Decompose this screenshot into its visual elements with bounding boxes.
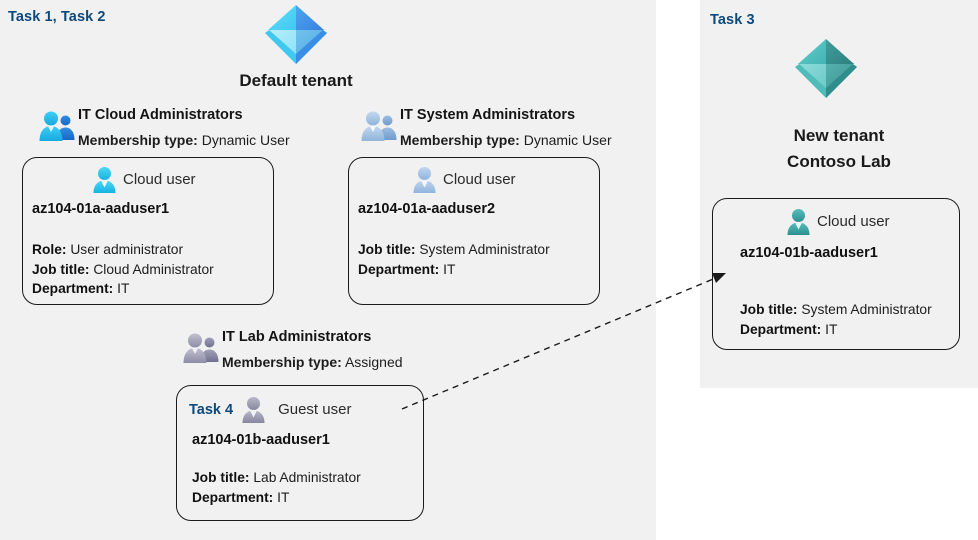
attr-row: Department: IT: [192, 488, 361, 508]
attr-label: Department:: [358, 261, 440, 277]
group-membership-type: Membership type: Dynamic User: [400, 131, 612, 150]
attr-row: Job title: Lab Administrator: [192, 468, 361, 488]
user-upn: az104-01b-aaduser1: [740, 245, 878, 261]
group-membership-type: Membership type: Assigned: [222, 353, 403, 372]
attr-value: System Administrator: [419, 242, 550, 257]
user-card-az104-01b-aaduser1-guest[interactable]: [176, 385, 424, 521]
guest-user-icon: [241, 396, 266, 423]
group-membership-value: Dynamic User: [523, 132, 612, 148]
attr-row: Department: IT: [358, 260, 550, 280]
attr-label: Job title:: [192, 470, 250, 485]
attr-value: User administrator: [70, 242, 184, 257]
attr-label: Department:: [32, 281, 114, 296]
group-users-icon: [182, 332, 222, 364]
user-card-header: Cloud user: [92, 166, 196, 193]
attr-value: Lab Administrator: [253, 470, 361, 485]
default-tenant-panel: [0, 0, 656, 540]
group-users-icon: [360, 110, 400, 142]
user-upn: az104-01a-aaduser1: [32, 201, 170, 217]
attr-label: Job title:: [358, 242, 416, 257]
user-attributes: Role: User administrator Job title: Clou…: [32, 240, 214, 299]
task-label-card: Task 4: [189, 401, 234, 418]
user-card-header: Task 4 Guest user: [189, 396, 351, 423]
group-users-icon: [38, 110, 78, 142]
default-tenant-name: Default tenant: [239, 71, 353, 90]
attr-value: IT: [277, 489, 290, 505]
user-type-label: Cloud user: [817, 213, 890, 230]
new-tenant-name-line2: Contoso Lab: [787, 152, 891, 171]
attr-row: Department: IT: [740, 320, 932, 340]
attr-value: IT: [443, 261, 456, 277]
user-type-label: Cloud user: [123, 171, 196, 188]
user-card-header: Cloud user: [786, 208, 890, 235]
user-card-az104-01a-aaduser1[interactable]: [22, 157, 274, 305]
user-attributes: Job title: Lab Administrator Department:…: [192, 468, 361, 507]
cloud-user-icon: [786, 208, 811, 235]
user-upn: az104-01b-aaduser1: [192, 432, 330, 448]
attr-row: Department: IT: [32, 279, 214, 299]
cloud-user-icon: [92, 166, 117, 193]
group-membership-label: Membership type:: [400, 132, 520, 148]
attr-label: Department:: [192, 489, 274, 505]
attr-row: Job title: System Administrator: [740, 300, 932, 320]
attr-row: Job title: System Administrator: [358, 240, 550, 260]
attr-label: Role:: [32, 242, 67, 257]
azure-ad-tenant-icon: [791, 36, 861, 106]
attr-row: Job title: Cloud Administrator: [32, 260, 214, 280]
group-membership-label: Membership type:: [222, 354, 342, 370]
attr-label: Job title:: [32, 261, 90, 277]
task-label-right-panel: Task 3: [710, 12, 755, 28]
user-attributes: Job title: System Administrator Departme…: [740, 300, 932, 339]
user-type-label: Guest user: [278, 401, 352, 418]
group-membership-type: Membership type: Dynamic User: [78, 131, 290, 150]
attr-value: IT: [117, 281, 130, 296]
group-membership-value: Assigned: [344, 354, 403, 370]
azure-ad-tenant-icon: [261, 2, 331, 72]
attr-value: Cloud Administrator: [93, 261, 214, 277]
user-upn: az104-01a-aaduser2: [358, 201, 496, 217]
user-card-header: Cloud user: [412, 166, 516, 193]
task-label-left-panel: Task 1, Task 2: [8, 9, 106, 25]
user-type-label: Cloud user: [443, 171, 516, 188]
attr-label: Job title:: [740, 302, 798, 317]
attr-label: Department:: [740, 321, 822, 337]
attr-value: IT: [825, 321, 838, 337]
group-title: IT Cloud Administrators: [78, 107, 243, 123]
attr-value: System Administrator: [801, 302, 932, 317]
user-attributes: Job title: System Administrator Departme…: [358, 240, 550, 279]
group-title: IT Lab Administrators: [222, 329, 372, 345]
group-membership-label: Membership type:: [78, 132, 198, 148]
group-title: IT System Administrators: [400, 107, 576, 123]
attr-row: Role: User administrator: [32, 240, 214, 260]
cloud-user-icon: [412, 166, 437, 193]
new-tenant-name-line1: New tenant: [793, 126, 885, 145]
group-membership-value: Dynamic User: [201, 132, 290, 148]
